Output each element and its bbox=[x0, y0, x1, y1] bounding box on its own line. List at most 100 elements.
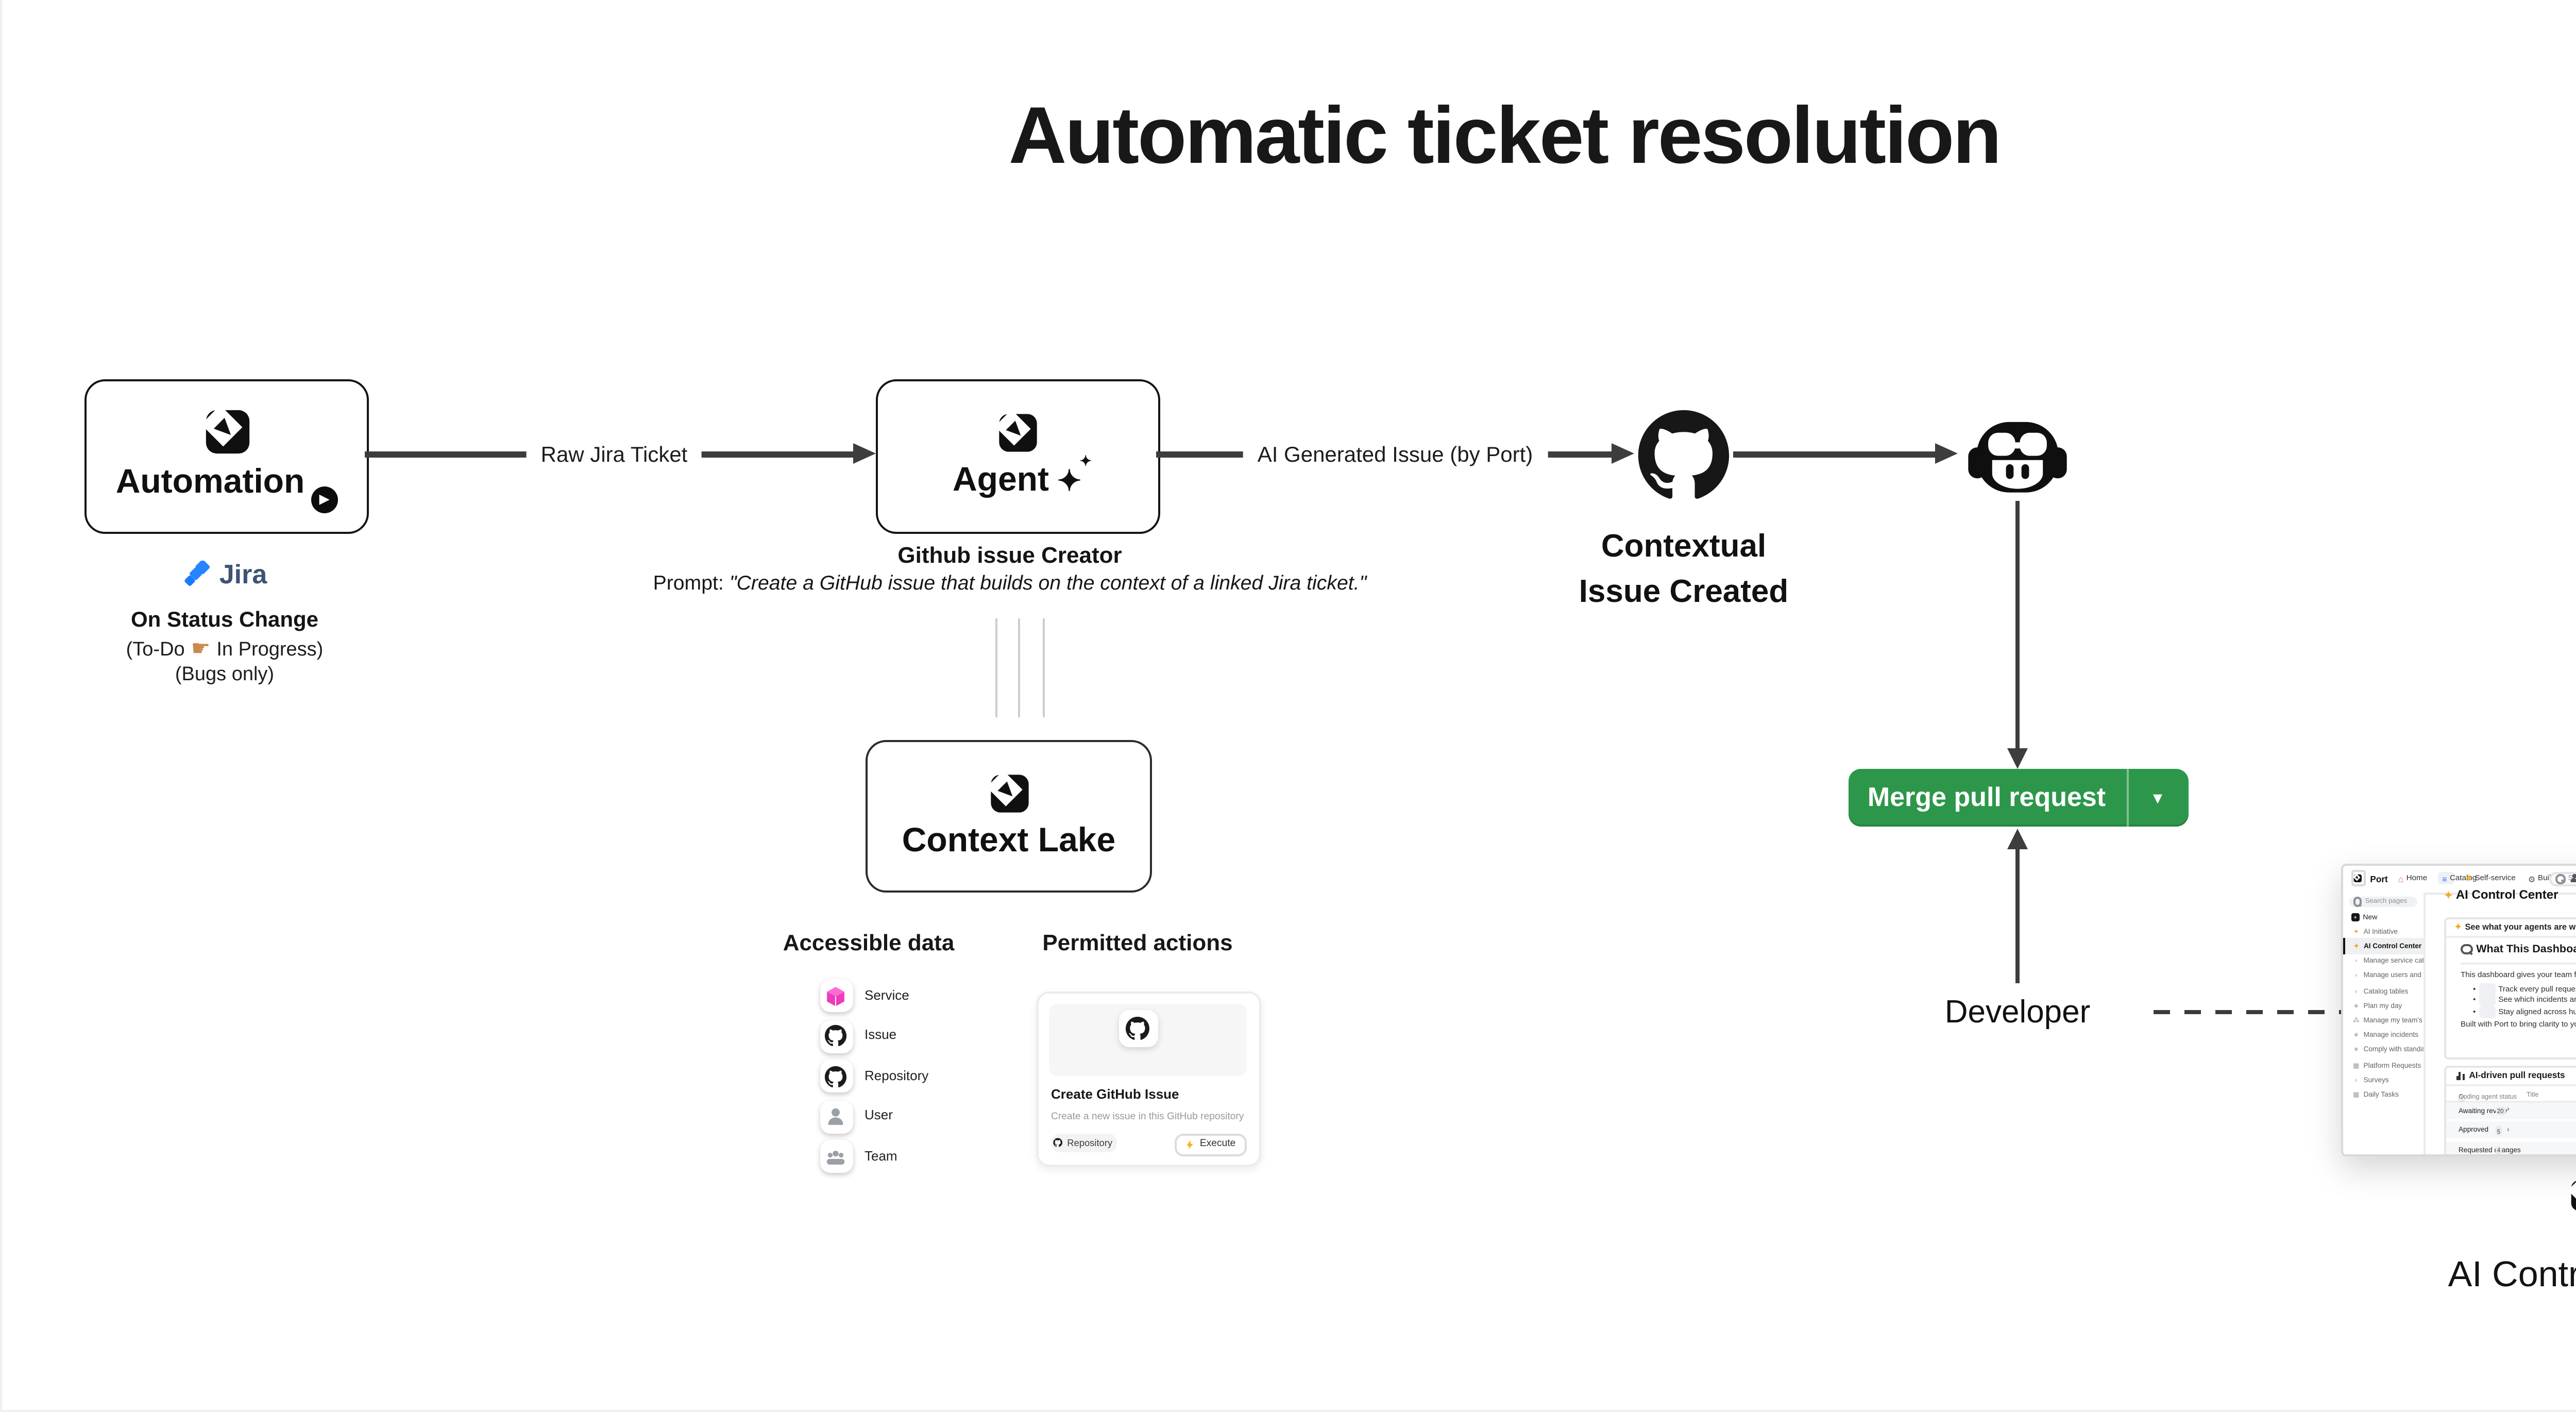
mini-sidebar-search-input[interactable]: Search pages bbox=[2349, 896, 2417, 908]
github-icon bbox=[1638, 409, 1730, 498]
accessible-data-item: Repository bbox=[819, 1060, 928, 1093]
page-title: Automatic ticket resolution bbox=[1008, 93, 2002, 181]
col-title: Title bbox=[2527, 1090, 2539, 1099]
port-logo-icon[interactable] bbox=[2350, 870, 2367, 887]
github-caption-line2: Issue Created bbox=[1579, 574, 1789, 609]
mini-sidebar: Search pages +New ✦AI Initiative ✦AI Cont… bbox=[2343, 892, 2426, 1154]
accessible-data-heading: Accessible data bbox=[783, 932, 955, 956]
service-cube-icon bbox=[819, 979, 852, 1012]
edge-github-copilot-line bbox=[1733, 452, 1935, 457]
developer-label: Developer bbox=[1944, 996, 2091, 1031]
mini-page-title: ✦ AI Control Center bbox=[2444, 889, 2558, 902]
automation-node-label: Automation▶ bbox=[116, 465, 338, 514]
mini-sidebar-item[interactable]: ›Manage service catalog bbox=[2343, 954, 2424, 969]
bar-chart-icon bbox=[2455, 1071, 2465, 1080]
lightning-bolt-icon bbox=[1186, 1140, 1193, 1150]
context-connector-line bbox=[995, 618, 997, 717]
mini-sidebar-new-button[interactable]: +New bbox=[2351, 914, 2377, 922]
sparkle-icon: ✦ bbox=[2353, 927, 2359, 936]
context-connector-line bbox=[1042, 618, 1044, 717]
jira-mark-icon bbox=[183, 560, 211, 586]
action-card[interactable]: Create GitHub Issue Create a new issue i… bbox=[1037, 991, 1260, 1168]
context-lake-node[interactable]: Context Lake bbox=[866, 739, 1152, 893]
misc-icon: ∗ bbox=[2353, 1046, 2359, 1054]
mini-sidebar-item[interactable]: ▦Daily Tasks bbox=[2353, 1090, 2399, 1099]
merge-button-label: Merge pull request bbox=[1867, 781, 2106, 812]
misc-icon: ∗ bbox=[2353, 1031, 2359, 1039]
mini-sidebar-item[interactable]: ∗Plan my day bbox=[2353, 1001, 2402, 1010]
edge-raw-ticket-arrowhead bbox=[852, 443, 875, 464]
accessible-data-item: Issue bbox=[819, 1019, 896, 1053]
ai-control-center-screenshot: Port ⌂Home ≡Catalog Self-service Search … bbox=[2341, 864, 2576, 1156]
mini-dashboard-info-card: ✦ See what your agents are working on Wh… bbox=[2444, 916, 2576, 1060]
divider bbox=[2461, 963, 2576, 964]
edge-copilot-merge-line bbox=[2015, 501, 2020, 748]
port-logo-icon bbox=[996, 413, 1036, 452]
edge-ai-issue-arrowhead bbox=[1612, 443, 1634, 464]
repository-tag[interactable]: Repository bbox=[1050, 1134, 1116, 1152]
jira-trigger-filter: (Bugs only) bbox=[175, 663, 275, 685]
mini-section-heading: What This Dashboard Shows bbox=[2461, 943, 2576, 955]
sparkles-icon: ✦✦ bbox=[1057, 456, 1092, 497]
mini-navbar: Port ⌂Home ≡Catalog Self-service Search … bbox=[2343, 866, 2576, 894]
accessible-data-item: User bbox=[819, 1100, 893, 1134]
gear-icon[interactable]: ⚙ bbox=[2528, 873, 2536, 884]
misc-icon: ∗ bbox=[2353, 1001, 2359, 1010]
merge-dropdown-caret-icon[interactable]: ▾ bbox=[2153, 786, 2163, 807]
people-icon: ⁂ bbox=[2352, 1016, 2360, 1025]
github-icon bbox=[819, 1060, 852, 1093]
chevron-icon: › bbox=[2355, 971, 2358, 980]
mini-sidebar-item[interactable]: ›Surveys bbox=[2343, 1072, 2424, 1087]
merge-pull-request-button[interactable]: Merge pull request ▾ bbox=[1848, 768, 2188, 826]
mini-sidebar-item[interactable]: ›Catalog tables bbox=[2343, 983, 2424, 998]
catalog-icon: ≡ bbox=[2442, 873, 2447, 884]
mini-brand-label: Port bbox=[2370, 873, 2388, 884]
jira-trigger-title: On Status Change bbox=[130, 608, 319, 633]
edge-raw-ticket-label: Raw Jira Ticket bbox=[526, 438, 702, 471]
mini-nav-home[interactable]: ⌂Home bbox=[2398, 873, 2428, 884]
mini-intro-text: This dashboard gives your team full visi… bbox=[2461, 971, 2576, 979]
lightning-bolt-icon bbox=[2465, 875, 2471, 883]
mini-bullet: Stay aligned across human and AI contrib… bbox=[2473, 1005, 2576, 1018]
search-icon bbox=[2555, 873, 2565, 884]
mini-sidebar-item[interactable]: ›Manage users and teams bbox=[2343, 968, 2424, 983]
mini-sidebar-item[interactable]: ✦AI Initiative bbox=[2353, 927, 2398, 936]
sparkles-icon: ✦ bbox=[2454, 922, 2462, 932]
mini-sidebar-item[interactable]: ∗Manage incidents bbox=[2353, 1031, 2418, 1039]
mini-table-title: AI-driven pull requests bbox=[2446, 1067, 2576, 1087]
sparkle-icon: ✦ bbox=[2353, 942, 2359, 951]
mini-banner: ✦ See what your agents are working on bbox=[2446, 918, 2576, 938]
mini-sidebar-item[interactable]: ✦AI Control Center bbox=[2343, 938, 2424, 954]
automation-node[interactable]: Automation▶ bbox=[84, 378, 369, 533]
merge-button-divider bbox=[2126, 768, 2128, 826]
accessible-data-item: Service bbox=[819, 979, 909, 1012]
agent-node[interactable]: Agent✦✦ bbox=[875, 378, 1159, 533]
chevron-icon: › bbox=[2355, 986, 2358, 995]
edge-github-copilot-arrowhead bbox=[1935, 443, 1958, 464]
brain-icon bbox=[2479, 1005, 2495, 1018]
mini-sidebar-item[interactable]: ⁂Manage my team's w... bbox=[2352, 1016, 2424, 1025]
github-caption-line1: Contextual bbox=[1601, 530, 1767, 565]
grid-icon: ▦ bbox=[2353, 1090, 2360, 1099]
github-icon bbox=[1118, 1011, 1158, 1048]
mini-table-header: ⊙ Coding agent status ⓘ Title Pull Reque… bbox=[2446, 1087, 2576, 1104]
invite-user-icon[interactable] bbox=[2571, 873, 2576, 884]
count-badge: 20 bbox=[2495, 1106, 2506, 1116]
execute-button[interactable]: Execute bbox=[1174, 1134, 1247, 1156]
chevron-icon: › bbox=[2355, 957, 2358, 966]
github-icon bbox=[819, 1019, 852, 1053]
chevron-right-icon: › bbox=[2507, 1125, 2510, 1134]
context-lake-label: Context Lake bbox=[902, 822, 1116, 860]
mini-nav-self-service[interactable]: Self-service bbox=[2464, 875, 2516, 883]
mini-sidebar-item[interactable]: ∗Comply with standar... bbox=[2353, 1046, 2424, 1054]
mini-pr-table-card: AI-driven pull requests ⊙ Coding agent s… bbox=[2444, 1065, 2576, 1154]
user-icon bbox=[819, 1100, 852, 1134]
mini-nav-catalog[interactable]: ≡Catalog bbox=[2437, 872, 2477, 885]
pointing-hand-icon: ☛ bbox=[191, 636, 211, 661]
edge-developer-merge-arrowhead bbox=[2006, 828, 2027, 848]
mini-sidebar-item[interactable]: ▦Platform Requests Da... bbox=[2353, 1061, 2424, 1069]
